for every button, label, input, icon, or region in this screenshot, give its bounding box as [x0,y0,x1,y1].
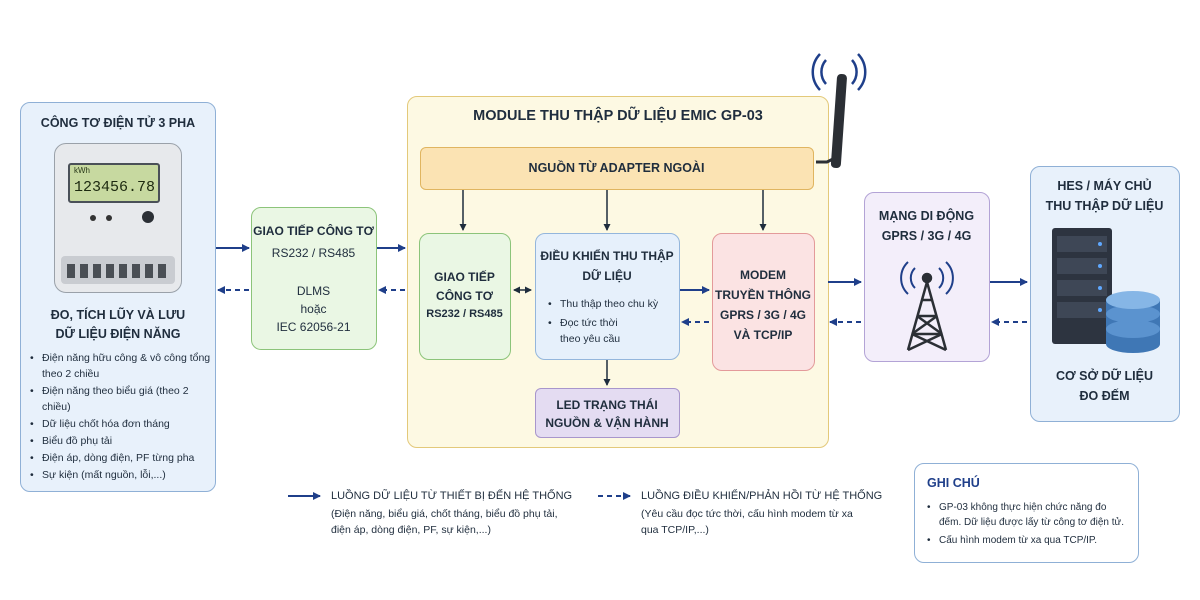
module-interface-l2: CÔNG TƠ [436,289,493,303]
meter-led-icon [106,215,112,221]
protocol-line1: DLMS [296,284,331,298]
control-title-l1: ĐIỀU KHIỂN THU THẬP [540,249,674,263]
antenna-icon [811,53,867,168]
mobile-network-sub: GPRS / 3G / 4G [881,229,972,243]
module-interface-l1: GIAO TIẾP [434,270,495,284]
modem-l2: TRUYỀN THÔNG [715,288,811,302]
control-title-l2: DỮ LIỆU [582,269,632,283]
list-item: Điện áp, dòng điện, PF từng pha [30,450,212,466]
list-item: Cấu hình modem từ xa qua TCP/IP. [927,533,1127,548]
legend-dashed-desc-l2: qua TCP/IP,...) [641,524,709,536]
led-status-l2: NGUỒN & VẬN HÀNH [545,416,669,430]
legend-solid-desc-l1: (Điện năng, biểu giá, chốt tháng, biểu đ… [331,508,558,520]
legend-solid-title: LUỒNG DỮ LIỆU TỪ THIẾT BỊ ĐẾN HỆ THỐNG [331,490,573,502]
power-adapter-label: NGUỒN TỪ ADAPTER NGOÀI [528,161,705,175]
meter-function-title-line2: DỮ LIỆU ĐIỆN NĂNG [55,327,181,341]
note-box: GHI CHÚ GP-03 không thực hiện chức năng … [914,463,1139,563]
list-item: Dữ liệu chốt hóa đơn tháng [30,416,212,432]
hes-title-l2: THU THẬP DỮ LIỆU [1045,199,1164,213]
led-status-l1: LED TRẠNG THÁI [556,398,658,412]
meter-interface-box: GIAO TIẾP CÔNG TƠ RS232 / RS485 DLMS hoặ… [251,207,377,350]
meter-button-icon [142,211,154,223]
meter-display-value: 123456.78 [74,179,156,196]
list-item: Đọc tức thời [548,314,676,333]
meter-data-list: Điện năng hữu công & vô công tổng theo 2… [30,350,212,483]
meter-function-title-line1: ĐO, TÍCH LŨY VÀ LƯU [50,308,186,322]
control-list: Thu thập theo chu kỳ Đọc tức thời [548,295,676,333]
modem-l4: VÀ TCP/IP [733,328,793,342]
note-title: GHI CHÚ [927,476,980,490]
meter-interface-title: GIAO TIẾP CÔNG TƠ [253,224,374,238]
database-icon [1106,291,1160,353]
hes-title-l1: HES / MÁY CHỦ [1057,179,1152,193]
list-item: Điện năng hữu công & vô công tổng theo 2… [30,350,212,382]
meter-interface-ports: RS232 / RS485 [271,246,356,260]
mobile-network-title: MẠNG DI ĐỘNG [878,209,975,223]
legend-dashed-desc-l1: (Yêu cầu đọc tức thời, cấu hình modem từ… [641,508,853,520]
meter-display-unit: kWh [74,166,90,175]
legend-dashed-title: LUỒNG ĐIỀU KHIỂN/PHẢN HỒI TỪ HỆ THỐNG [641,490,883,502]
cell-tower-icon [900,261,954,352]
led-status-box: LED TRẠNG THÁI NGUỒN & VẬN HÀNH [535,388,680,438]
control-list-continuation: theo yêu cầu [560,333,621,345]
modem-l3: GPRS / 3G / 4G [719,308,807,322]
list-item: Sự kiện (mất nguồn, lỗi,...) [30,467,212,483]
module-title: MODULE THU THẬP DỮ LIỆU EMIC GP-03 [473,108,763,124]
server-icon [1052,228,1112,344]
module-interface-box: GIAO TIẾP CÔNG TƠ RS232 / RS485 [419,233,511,360]
legend-solid-desc-l2: điện áp, dòng điện, PF, sự kiện,...) [331,524,491,536]
meter-led-icon [90,215,96,221]
module-interface-l3: RS232 / RS485 [426,308,503,320]
protocol-line2: hoặc [300,302,327,316]
protocol-line3: IEC 62056-21 [276,320,351,334]
list-item: GP-03 không thực hiện chức năng đo đếm. … [927,500,1127,530]
meter-display: kWh 123456.78 [68,163,160,203]
meter-function-title: ĐO, TÍCH LŨY VÀ LƯU DỮ LIỆU ĐIỆN NĂNG [20,306,216,344]
power-adapter-box: NGUỒN TỪ ADAPTER NGOÀI [420,147,814,190]
modem-box: MODEM TRUYỀN THÔNG GPRS / 3G / 4G VÀ TCP… [712,233,815,371]
list-item: Thu thập theo chu kỳ [548,295,676,314]
modem-l1: MODEM [740,268,786,282]
list-item: Biểu đồ phụ tải [30,433,212,449]
database-label-l2: ĐO ĐẾM [1079,389,1130,403]
note-list: GP-03 không thực hiện chức năng đo đếm. … [927,500,1127,548]
meter-title: CÔNG TƠ ĐIỆN TỬ 3 PHA [40,116,196,130]
database-label-l1: CƠ SỞ DỮ LIỆU [1056,369,1153,383]
list-item: Điện năng theo biểu giá (theo 2 chiều) [30,383,212,415]
control-box: ĐIỀU KHIỂN THU THẬP DỮ LIỆU Thu thập the… [535,233,680,360]
